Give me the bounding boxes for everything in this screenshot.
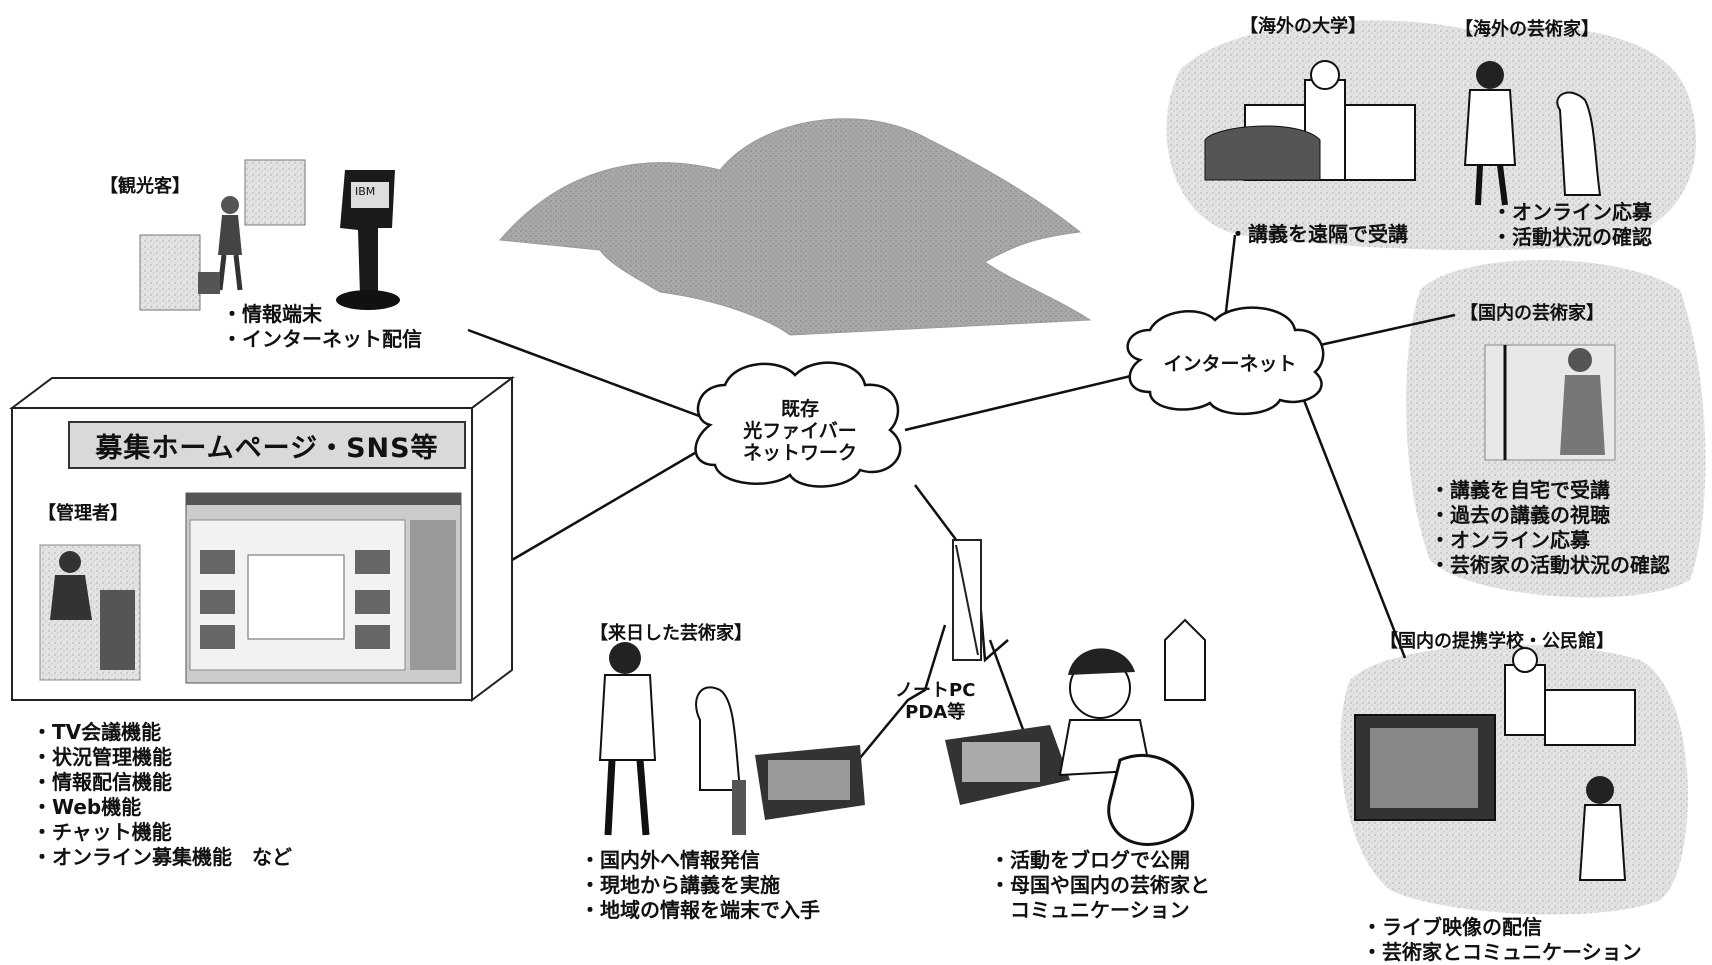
visiting-artist-bullet-1: ・国内外へ情報発信: [580, 848, 760, 872]
antenna-tower: [952, 539, 982, 661]
overseas-univ-label: 【海外の大学】: [1240, 16, 1366, 37]
blog-bullet-2: ・母国や国内の芸術家と: [990, 873, 1210, 897]
admin-illustration: [39, 544, 141, 681]
center-cloud: [694, 361, 902, 488]
domestic-artist-illustration: [1484, 344, 1616, 461]
blog-bullet-3: コミュニケーション: [990, 898, 1190, 922]
visiting-artist-bullets: ・国内外へ情報発信 ・現地から講義を実施 ・地域の情報を端末で入手: [580, 848, 820, 923]
partner-school-bullet-2: ・芸術家とコミュニケーション: [1362, 940, 1642, 964]
partner-school-label: 【国内の提携学校・公民館】: [1380, 631, 1614, 652]
tourists-bullet-2: ・インターネット配信: [222, 327, 422, 351]
domestic-artist-bullet-3: ・オンライン応募: [1430, 528, 1590, 552]
partner-school-illustration: [1354, 647, 1636, 881]
tourists-bullets: ・情報端末 ・インターネット配信: [222, 302, 422, 352]
fiber-network-line-3: ネットワーク: [742, 442, 857, 464]
function-item: ・状況管理機能: [32, 745, 172, 769]
visiting-artist-bullet-3: ・地域の情報を端末で入手: [580, 898, 820, 922]
function-item: ・Web機能: [32, 795, 142, 819]
domestic-artist-bullets: ・講義を自宅で受講 ・過去の講義の視聴 ・オンライン応募 ・芸術家の活動状況の確…: [1430, 478, 1670, 578]
mountains-illustration: [498, 118, 1092, 336]
function-item: ・情報配信機能: [32, 770, 172, 794]
university-building: [1204, 60, 1416, 181]
kiosk-illustration: [336, 170, 400, 310]
overseas-artist-label: 【海外の芸術家】: [1455, 19, 1599, 40]
visiting-artist-illustration: [598, 642, 865, 836]
domestic-artist-label: 【国内の芸術家】: [1460, 303, 1604, 324]
overseas-artist-bullet-1: ・オンライン応募: [1492, 200, 1652, 224]
overseas-artist-illustration: [1463, 61, 1602, 206]
function-item: ・オンライン募集機能 など: [32, 845, 292, 869]
domestic-artist-bullet-1: ・講義を自宅で受講: [1430, 478, 1610, 502]
device-line-1: ノートPC: [895, 680, 976, 701]
fiber-network-line-2: 光ファイバー: [743, 420, 857, 442]
internet-cloud: [1126, 306, 1325, 416]
blog-bullets: ・活動をブログで公開 ・母国や国内の芸術家と コミュニケーション: [990, 848, 1210, 923]
overseas-artist-bullets: ・オンライン応募 ・活動状況の確認: [1492, 200, 1652, 250]
fiber-network-label: 既存 光ファイバー ネットワーク: [735, 398, 865, 464]
visiting-artist-bullet-2: ・現地から講義を実施: [580, 873, 780, 897]
internet-label: インターネット: [1163, 353, 1297, 375]
recruit-box-title: 募集ホームページ・SNS等: [68, 421, 466, 469]
kiosk-brand: IBM: [355, 185, 376, 198]
blog-bullet-1: ・活動をブログで公開: [990, 848, 1190, 872]
partner-school-bullet-1: ・ライブ映像の配信: [1362, 915, 1542, 939]
partner-school-bullets: ・ライブ映像の配信 ・芸術家とコミュニケーション: [1362, 915, 1642, 965]
admin-label: 【管理者】: [38, 503, 128, 524]
function-list: ・TV会議機能 ・状況管理機能 ・情報配信機能 ・Web機能 ・チャット機能 ・…: [32, 720, 292, 870]
overseas-univ-bullet-1: ・講義を遠隔で受講: [1228, 222, 1408, 246]
device-line-2: PDA等: [905, 702, 966, 723]
blog-illustration: [945, 618, 1206, 846]
overseas-artist-bullet-2: ・活動状況の確認: [1492, 225, 1652, 249]
domestic-artist-bullet-2: ・過去の講義の視聴: [1430, 503, 1610, 527]
tourists-bullet-1: ・情報端末: [222, 302, 322, 326]
website-screenshot: [185, 492, 462, 684]
function-item: ・TV会議機能: [32, 720, 162, 744]
function-item: ・チャット機能: [32, 820, 172, 844]
device-label: ノートPC PDA等: [895, 680, 975, 724]
tourists-illustration: [139, 159, 306, 311]
overseas-univ-bullets: ・講義を遠隔で受講: [1228, 222, 1408, 247]
domestic-artist-bullet-4: ・芸術家の活動状況の確認: [1430, 553, 1670, 577]
tourists-label: 【観光客】: [100, 176, 190, 197]
fiber-network-line-1: 既存: [780, 398, 819, 420]
visiting-artist-label: 【来日した芸術家】: [590, 623, 752, 644]
